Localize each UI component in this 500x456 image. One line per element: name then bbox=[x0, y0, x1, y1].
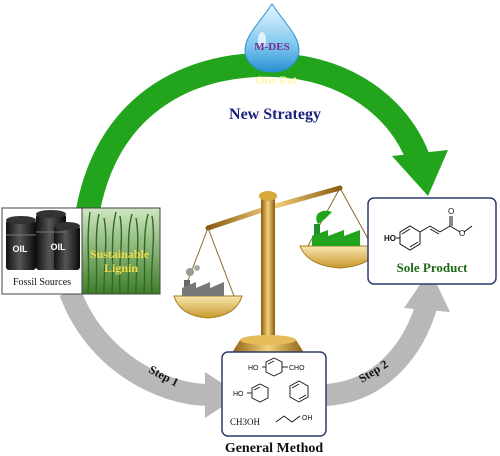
lignin-label-part: Lignin bbox=[104, 261, 138, 275]
propanol-icon bbox=[275, 415, 301, 423]
ho-mid-label: HO bbox=[233, 391, 244, 398]
cho-label: CHO bbox=[289, 365, 305, 372]
methanol-label: CH3OH bbox=[230, 417, 261, 427]
oil-barrel-icon bbox=[6, 210, 80, 270]
lignin-label-part: Sustainable bbox=[90, 247, 150, 261]
green-factory-icon bbox=[312, 210, 360, 246]
one-pot-label: One Pot bbox=[255, 73, 297, 87]
new-strategy-label: New Strategy bbox=[229, 106, 321, 123]
lignin-label: Sustainable Lignin bbox=[90, 247, 152, 275]
grey-factory-icon bbox=[182, 265, 224, 296]
general-method-box: HO CHO HO CH3OH OH bbox=[221, 351, 327, 437]
general-method-caption: General Method bbox=[225, 441, 324, 456]
balance-scale-icon bbox=[173, 185, 381, 356]
sole-product-title: Sole Product bbox=[397, 260, 469, 275]
hydroxybenzaldehyde-icon bbox=[262, 357, 288, 377]
product-ho-label: HO bbox=[384, 234, 396, 243]
phenol-icon bbox=[247, 383, 269, 403]
grass-icon bbox=[87, 211, 155, 295]
fossil-sources-label: Fossil Sources bbox=[13, 277, 71, 288]
benzene-icon bbox=[289, 380, 309, 403]
step2-arrow bbox=[323, 270, 450, 406]
carbonyl-o-label: O bbox=[448, 207, 454, 216]
sole-product-box: HO O O Sole Product bbox=[367, 197, 497, 285]
mdes-label: M-DES bbox=[254, 41, 289, 53]
mdes-drop: M-DES bbox=[244, 3, 300, 73]
fossil-sources-image: OIL OIL Fossil Sources bbox=[1, 207, 83, 295]
barrel-text: OIL bbox=[13, 244, 29, 254]
barrel-text: OIL bbox=[51, 242, 67, 252]
oh-label: OH bbox=[302, 415, 313, 422]
lignin-image: Sustainable Lignin bbox=[81, 207, 161, 295]
leaf-icon bbox=[316, 210, 332, 224]
ester-o-label: O bbox=[459, 229, 465, 238]
coumarate-molecule-icon bbox=[396, 216, 473, 251]
ho-top-label: HO bbox=[248, 365, 259, 372]
